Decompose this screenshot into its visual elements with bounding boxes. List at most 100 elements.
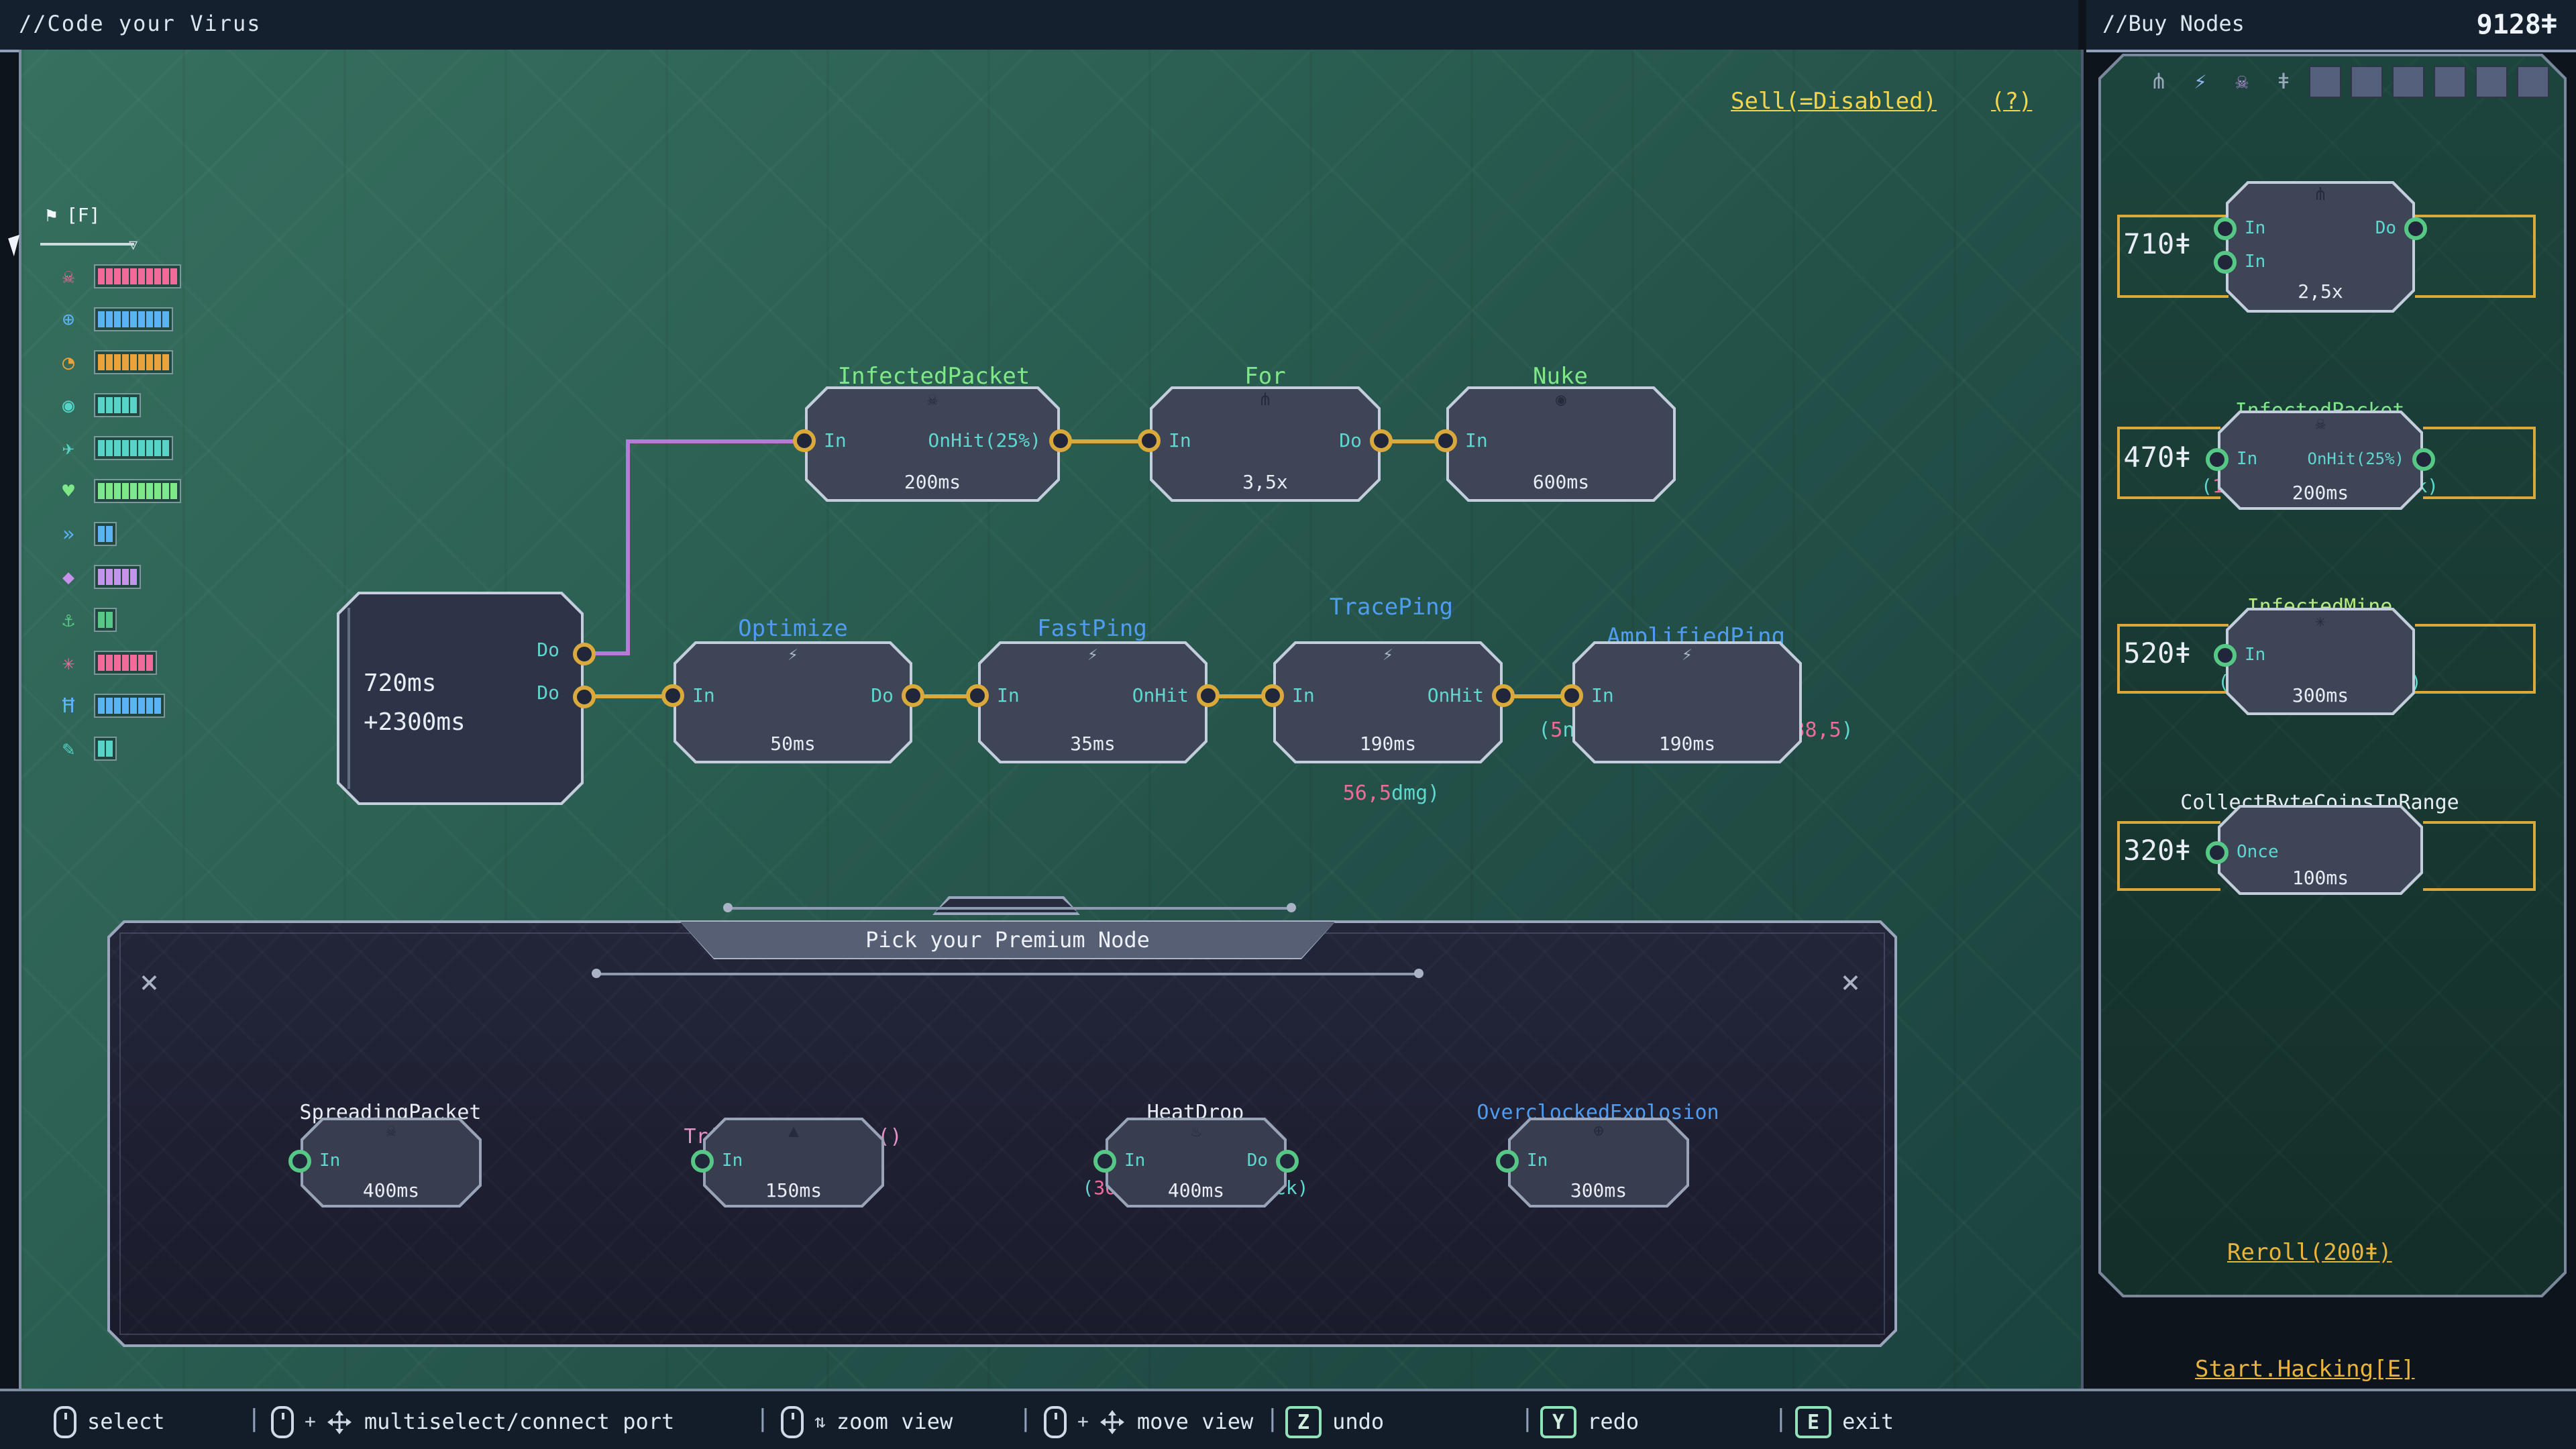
zap-icon: ⚡ [674,645,912,665]
hint-move: + move view [1044,1391,1253,1449]
buy-node-combine[interactable]: ⋔ In In Do 2,5x [2226,181,2415,313]
help-link[interactable]: (?) [1991,89,2032,115]
node-fastping[interactable]: ⚡ In OnHit 35ms [978,641,1208,763]
stat-meter [94,737,117,761]
port-do[interactable] [902,684,924,707]
port-in[interactable] [691,1150,714,1173]
skull-icon: ☠ [805,390,1060,411]
stat-wing: ✈ [54,435,181,462]
port-in[interactable] [793,429,816,452]
mine-icon: ✳ [2226,612,2415,632]
node-time: 300ms [2226,686,2415,707]
port-in[interactable] [966,684,989,707]
port-onhit[interactable] [1049,429,1072,452]
port-do[interactable] [1370,429,1393,452]
premium-header: Pick your Premium Node [679,920,1336,959]
port-onhit[interactable] [2412,448,2435,471]
empty-slot[interactable] [2434,66,2466,98]
empty-slot[interactable] [2351,66,2383,98]
node-time: 400ms [1106,1181,1287,1202]
node-for[interactable]: ⋔ In Do 3,5x [1150,386,1381,502]
plus-sign: + [305,1411,316,1432]
node-traceping[interactable]: ⚡ In OnHit 190ms [1273,641,1503,763]
price-combine: 710ǂ [2101,228,2214,260]
separator: | [247,1405,262,1433]
port-in[interactable] [1496,1150,1519,1173]
crosshair-icon: ⊕ [54,307,83,331]
stat-skull: ☠ [54,263,181,290]
port-in[interactable] [1138,429,1161,452]
port-label-in: In [722,1151,743,1171]
port-label-once: Once [2237,843,2279,863]
skull-icon: ☠ [54,264,83,288]
hint-select: select [54,1391,165,1449]
port-label-onhit: OnHit(25%) [2308,449,2405,468]
reroll-link[interactable]: Reroll(200ǂ) [2227,1240,2392,1267]
start-hacking-link[interactable]: Start.Hacking[E] [2195,1356,2415,1383]
node-optimize[interactable]: ⚡ In Do 50ms [674,641,912,763]
empty-slot[interactable] [2392,66,2424,98]
node-ontick[interactable]: 720ms+2300ms Do Do [337,592,584,805]
node-time: 50ms [674,734,912,755]
move-cross-icon [1099,1408,1126,1435]
buy-node-infectedmine[interactable]: ✳ In 300ms [2226,608,2415,715]
port-in[interactable] [1093,1150,1116,1173]
empty-slot[interactable] [2309,66,2341,98]
port-in[interactable] [1560,684,1583,707]
price-infectedmine: 520ǂ [2101,637,2214,669]
separator: | [1520,1405,1535,1433]
slot-icon[interactable]: ☠ [2226,66,2258,98]
premium-node-overclockedexplosion[interactable]: ⊕ In 300ms [1508,1118,1689,1208]
stat-meter [94,393,141,417]
price-infectedpacket: 470ǂ [2101,441,2214,474]
port-in[interactable] [661,684,684,707]
port-do[interactable] [2404,217,2427,240]
clock-icon: ◔ [54,350,83,374]
port-in-1[interactable] [2214,217,2237,240]
node-amplifiedping[interactable]: ⚡ In 190ms [1572,641,1802,763]
eye-icon: ◉ [54,393,83,417]
premium-node-heatdrop[interactable]: ♨ In Do 400ms [1106,1118,1287,1208]
empty-slot[interactable] [2517,66,2549,98]
port-in[interactable] [1261,684,1284,707]
stat-rails: Ħ [54,692,181,719]
scroll-arrows-icon: ⇅ [814,1411,826,1432]
node-nuke[interactable]: ◉ In 600ms [1446,386,1676,502]
buy-node-infectedpacket[interactable]: ☠ In OnHit(25%) 200ms [2218,411,2423,510]
port-do-1[interactable] [573,643,596,665]
port-in[interactable] [1434,429,1457,452]
flag-underline [40,243,134,246]
chevron-down-icon: ▽ [129,236,138,254]
hook-icon: ⚓ [54,608,83,632]
port-onhit[interactable] [1197,684,1220,707]
port-label-onhit: OnHit(25%) [928,431,1041,452]
node-infectedpacket[interactable]: ☠ In OnHit(25%) 200ms [805,386,1060,502]
sell-link[interactable]: Sell(=Disabled) [1731,89,1937,115]
premium-panel-tab [932,896,1080,915]
slot-icon[interactable]: ⋔ [2143,66,2175,98]
port-in[interactable] [2214,644,2237,667]
node-time: 200ms [805,472,1060,494]
premium-node-triggerminemerge[interactable]: ▲ In 150ms [703,1118,884,1208]
corner-ornament: × [1841,963,1860,1001]
flag-marker[interactable]: ⚑ [F] [46,205,100,227]
rails-icon: Ħ [54,694,83,718]
page-title: //Code your Virus [19,11,262,36]
slot-icon[interactable]: ǂ [2267,66,2300,98]
port-in-2[interactable] [2214,251,2237,274]
buy-node-collectbytecoins[interactable]: Once 100ms [2218,805,2423,895]
stat-clock: ◔ [54,349,181,376]
port-do[interactable] [1276,1150,1299,1173]
port-onhit[interactable] [1492,684,1515,707]
slot-icon[interactable]: ⚡ [2184,66,2216,98]
port-label-in: In [2245,252,2265,272]
port-in[interactable] [288,1150,311,1173]
port-label-in: In [2237,449,2257,470]
empty-slot[interactable] [2475,66,2508,98]
virus-icon: ✳ [54,651,83,675]
mine-icon: ▲ [703,1122,884,1142]
port-label-do: Do [537,640,559,661]
port-do-2[interactable] [573,686,596,708]
premium-node-spreadingpacket[interactable]: ☠ In 400ms [301,1118,482,1208]
